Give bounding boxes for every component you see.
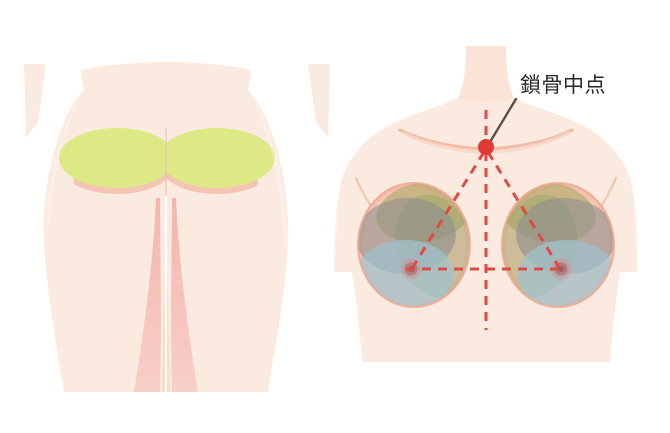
left-arm-fragment bbox=[24, 64, 46, 138]
diagonal-to-left-nipple bbox=[411, 151, 486, 268]
right-hip-highlight bbox=[248, 92, 288, 242]
left-breast-outline bbox=[357, 182, 471, 308]
measurement-lines-group bbox=[406, 110, 566, 330]
left-shoulder-highlight bbox=[334, 178, 342, 272]
right-shoulder-highlight bbox=[630, 178, 638, 272]
left-waist-cutout bbox=[334, 272, 362, 362]
clavicle-midpoint-annotation bbox=[478, 97, 518, 155]
right-inner-thigh-shape bbox=[171, 198, 198, 392]
panel-buttocks-rear-view bbox=[24, 62, 330, 392]
panel-chest-front-view: 鎖骨中点 bbox=[334, 46, 638, 362]
right-clavicle-shadow bbox=[486, 131, 570, 154]
right-waist-cutout bbox=[610, 272, 638, 362]
right-gluteal-ellipse bbox=[159, 128, 275, 188]
neck-shading bbox=[458, 46, 514, 103]
clavicle-midpoint-marker bbox=[478, 139, 494, 155]
left-hip-highlight bbox=[44, 92, 84, 242]
right-nipple-center bbox=[558, 266, 564, 272]
gluteal-marker-group bbox=[59, 128, 275, 188]
right-breast-outline bbox=[501, 182, 615, 308]
right-arm-fragment bbox=[308, 64, 330, 138]
annotation-leader-line bbox=[488, 97, 518, 144]
diagonal-to-right-nipple bbox=[486, 151, 561, 268]
left-gluteal-ellipse bbox=[59, 128, 175, 188]
left-inner-thigh-shape bbox=[134, 198, 161, 392]
left-breast-group bbox=[357, 182, 471, 308]
right-breast-group bbox=[501, 182, 615, 308]
left-clavicle-shadow bbox=[402, 131, 486, 154]
gluteal-midline-seam bbox=[165, 128, 167, 196]
clavicle-midpoint-label: 鎖骨中点 bbox=[520, 74, 606, 97]
